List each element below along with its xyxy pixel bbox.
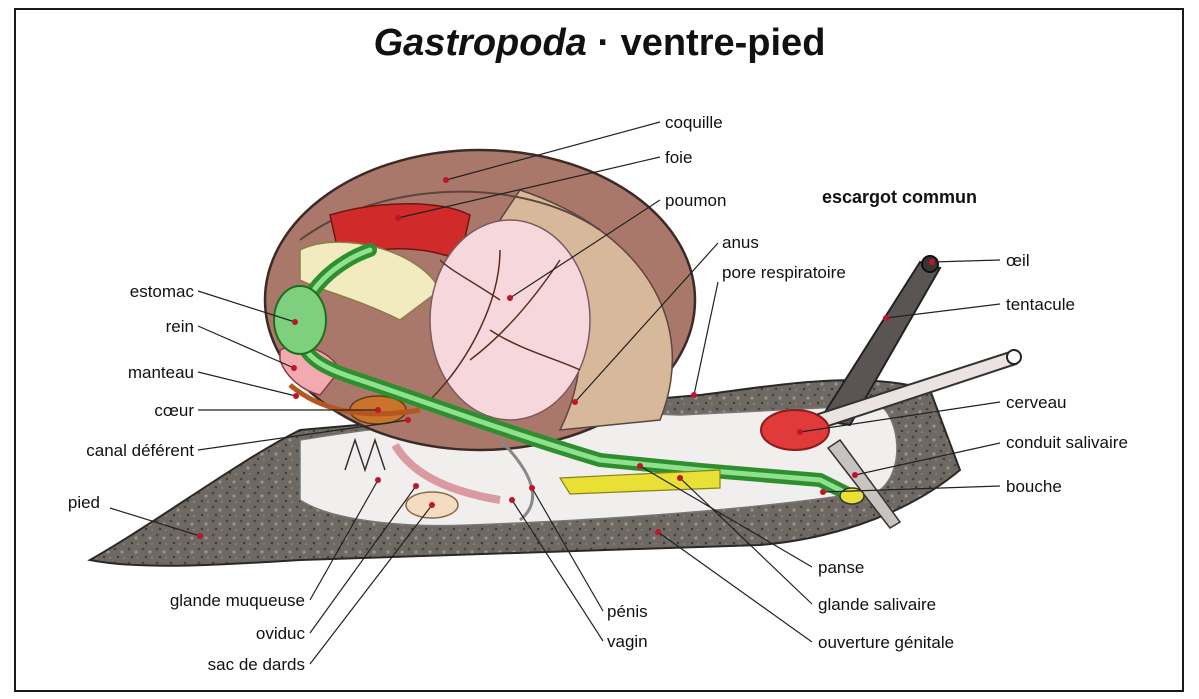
label-vagin: vagin xyxy=(607,632,648,651)
dot-penis xyxy=(529,485,535,491)
dot-rein xyxy=(291,365,297,371)
subtitle: escargot commun xyxy=(822,187,977,207)
dot-ouverture xyxy=(655,529,661,535)
label-panse: panse xyxy=(818,558,864,577)
label-pied: pied xyxy=(68,493,100,512)
dot-glande-salivaire xyxy=(677,475,683,481)
dot-coquille xyxy=(443,177,449,183)
label-glande-salivaire: glande salivaire xyxy=(818,595,936,614)
dot-conduit xyxy=(852,472,858,478)
dot-panse xyxy=(637,463,643,469)
label-sac-de-dards: sac de dards xyxy=(208,655,305,674)
dot-oeil xyxy=(929,259,935,265)
label-coeur: cœur xyxy=(154,401,194,420)
leader-pore xyxy=(694,282,718,395)
label-foie: foie xyxy=(665,148,692,167)
label-ouverture-genitale: ouverture génitale xyxy=(818,633,954,652)
label-oeil: œil xyxy=(1006,251,1030,270)
label-glande-muqueuse: glande muqueuse xyxy=(170,591,305,610)
label-bouche: bouche xyxy=(1006,477,1062,496)
dot-sac-dards xyxy=(429,502,435,508)
dot-poumon xyxy=(507,295,513,301)
label-estomac: estomac xyxy=(130,282,195,301)
leader-ouverture xyxy=(658,532,812,642)
label-cerveau: cerveau xyxy=(1006,393,1066,412)
label-poumon: poumon xyxy=(665,191,726,210)
dot-oviduc xyxy=(413,483,419,489)
dot-foie xyxy=(395,215,401,221)
dot-cerveau xyxy=(797,429,803,435)
stomach xyxy=(274,286,326,354)
dot-anus xyxy=(572,399,578,405)
lung xyxy=(430,220,590,420)
dot-tentacule xyxy=(883,315,889,321)
dot-glande-muqueuse xyxy=(375,477,381,483)
label-pore-respiratoire: pore respiratoire xyxy=(722,263,846,282)
label-penis: pénis xyxy=(607,602,648,621)
label-manteau: manteau xyxy=(128,363,194,382)
dot-estomac xyxy=(292,319,298,325)
lower-tentacle-tip xyxy=(1007,350,1021,364)
brain xyxy=(761,410,829,450)
label-coquille: coquille xyxy=(665,113,723,132)
label-tentacule: tentacule xyxy=(1006,295,1075,314)
label-rein: rein xyxy=(166,317,194,336)
dot-coeur xyxy=(375,407,381,413)
label-conduit-salivaire: conduit salivaire xyxy=(1006,433,1128,452)
dot-canal xyxy=(405,417,411,423)
leader-oeil xyxy=(932,260,1000,262)
label-oviduc: oviduc xyxy=(256,624,306,643)
dot-vagin xyxy=(509,497,515,503)
label-canal-deferent: canal déférent xyxy=(86,441,194,460)
dot-pore xyxy=(691,392,697,398)
dot-bouche xyxy=(820,489,826,495)
dot-pied xyxy=(197,533,203,539)
leader-manteau xyxy=(198,372,296,396)
dot-manteau xyxy=(293,393,299,399)
label-anus: anus xyxy=(722,233,759,252)
